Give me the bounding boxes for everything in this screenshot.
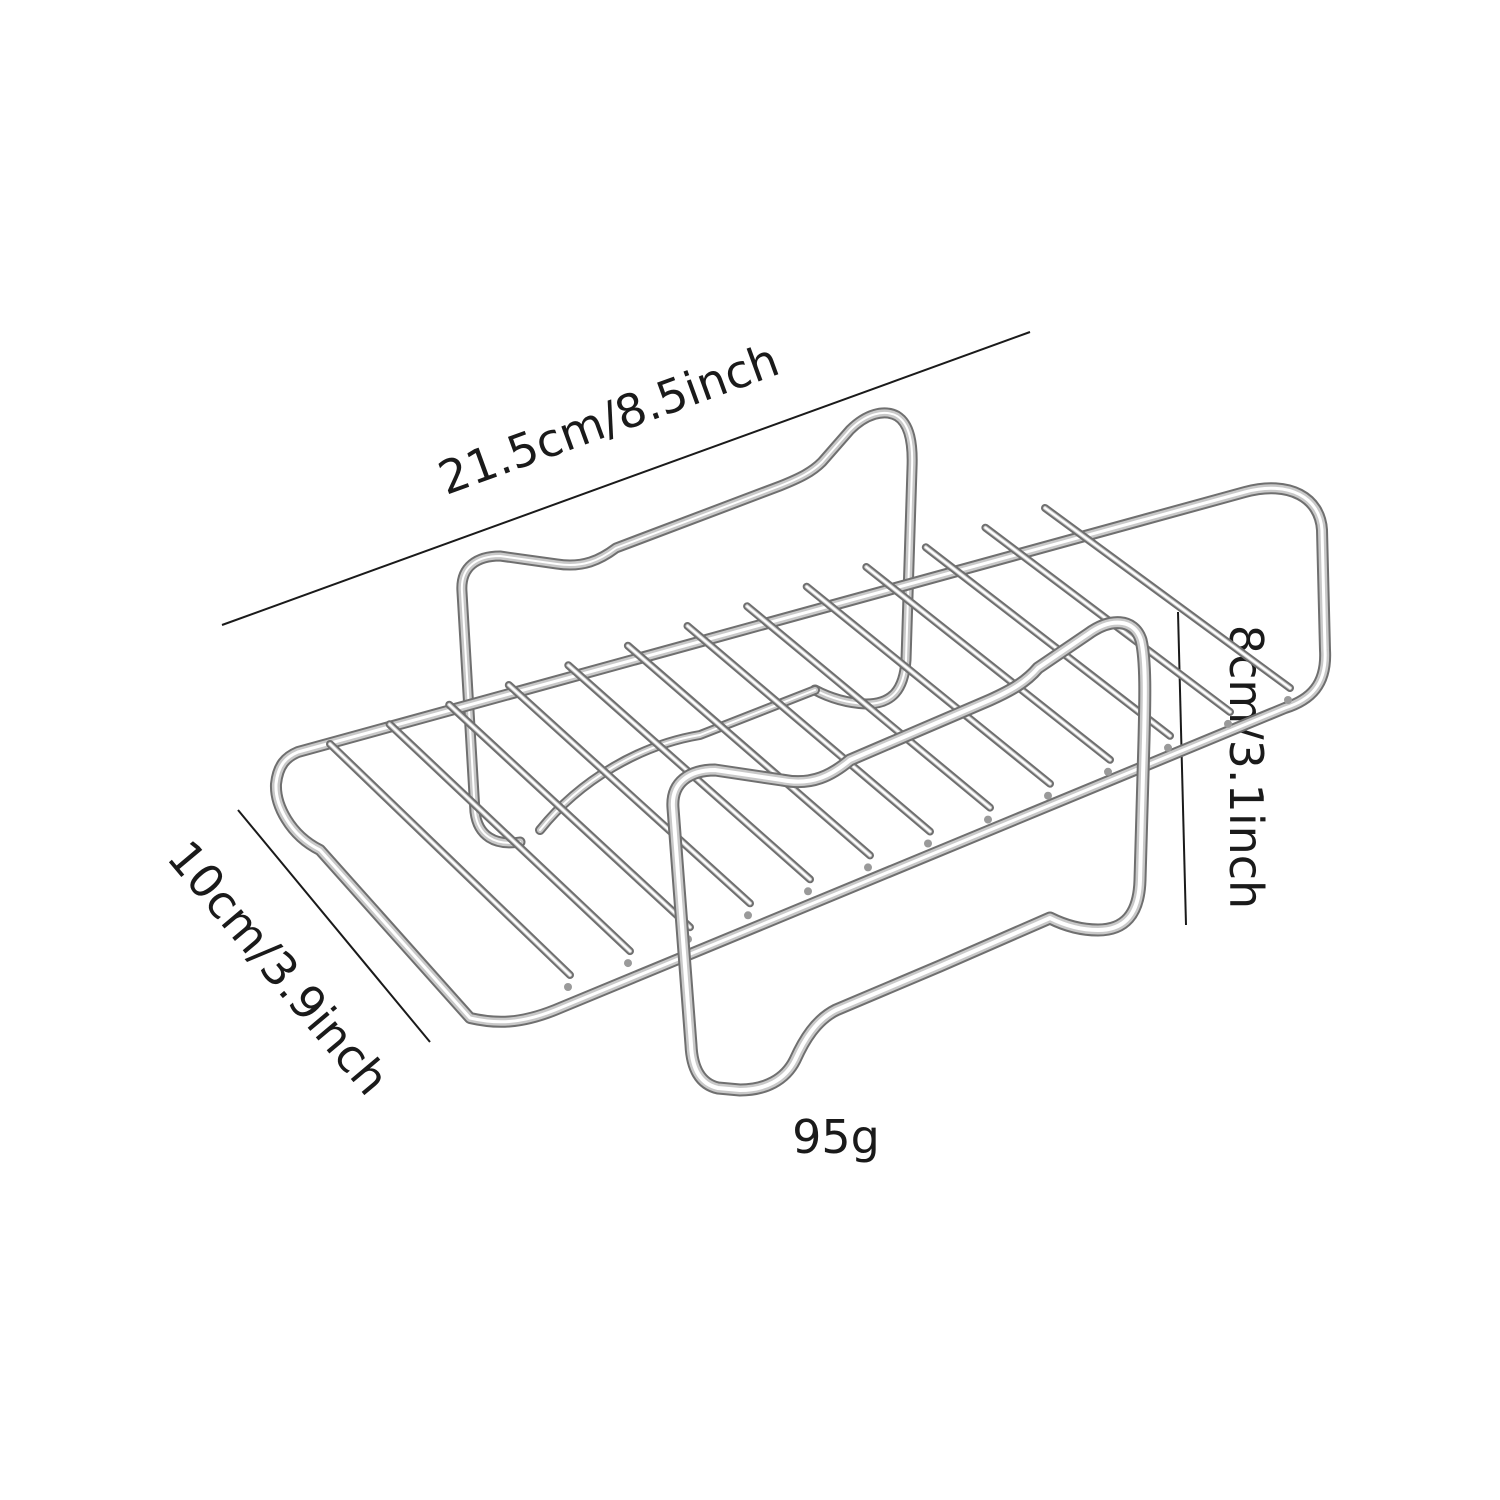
grid-bar-9: [802, 582, 1054, 788]
grid-weld-stub: [564, 983, 572, 991]
grid-weld-stub: [924, 839, 932, 848]
grid-weld-stub: [864, 863, 872, 872]
grid-frame-wire: [269, 482, 1332, 1028]
grid-bar-10: [862, 563, 1114, 764]
grid-bar-11: [921, 543, 1174, 740]
grid-bar-3: [445, 700, 694, 932]
grid-bar-13: [1041, 504, 1294, 692]
width-label: 10cm/3.9inch: [157, 830, 400, 1105]
air-fryer-wire-rack-icon: [269, 407, 1332, 1097]
height-dimension-line: [1177, 611, 1187, 926]
length-dimension-line: [221, 331, 1031, 626]
grid-weld-stub: [624, 959, 632, 968]
grid-weld-stub: [1104, 767, 1112, 776]
grid-bar-7: [683, 622, 934, 836]
grid-weld-stub: [1224, 719, 1232, 728]
grid-bar-2: [385, 720, 634, 956]
grid-weld-stub: [984, 815, 992, 824]
grid-bar-8: [743, 602, 994, 812]
grid-bar-6: [623, 641, 874, 860]
grid-weld-stub: [1284, 696, 1292, 704]
grid-weld-stub: [1164, 743, 1172, 752]
length-label: 21.5cm/8.5inch: [431, 332, 785, 505]
grid-weld-stub: [744, 911, 752, 920]
grid-weld-stub: [1044, 791, 1052, 800]
back-support-base-wire: [535, 685, 820, 835]
grid-weld-stub: [804, 887, 812, 896]
back-support-wire: [456, 407, 918, 849]
width-dimension-line: [237, 809, 431, 1043]
grid-bar-4: [504, 681, 754, 908]
front-support-wire: [666, 616, 1152, 1097]
grid-bar-1: [326, 740, 574, 979]
weight-label: 95g: [792, 1110, 880, 1164]
